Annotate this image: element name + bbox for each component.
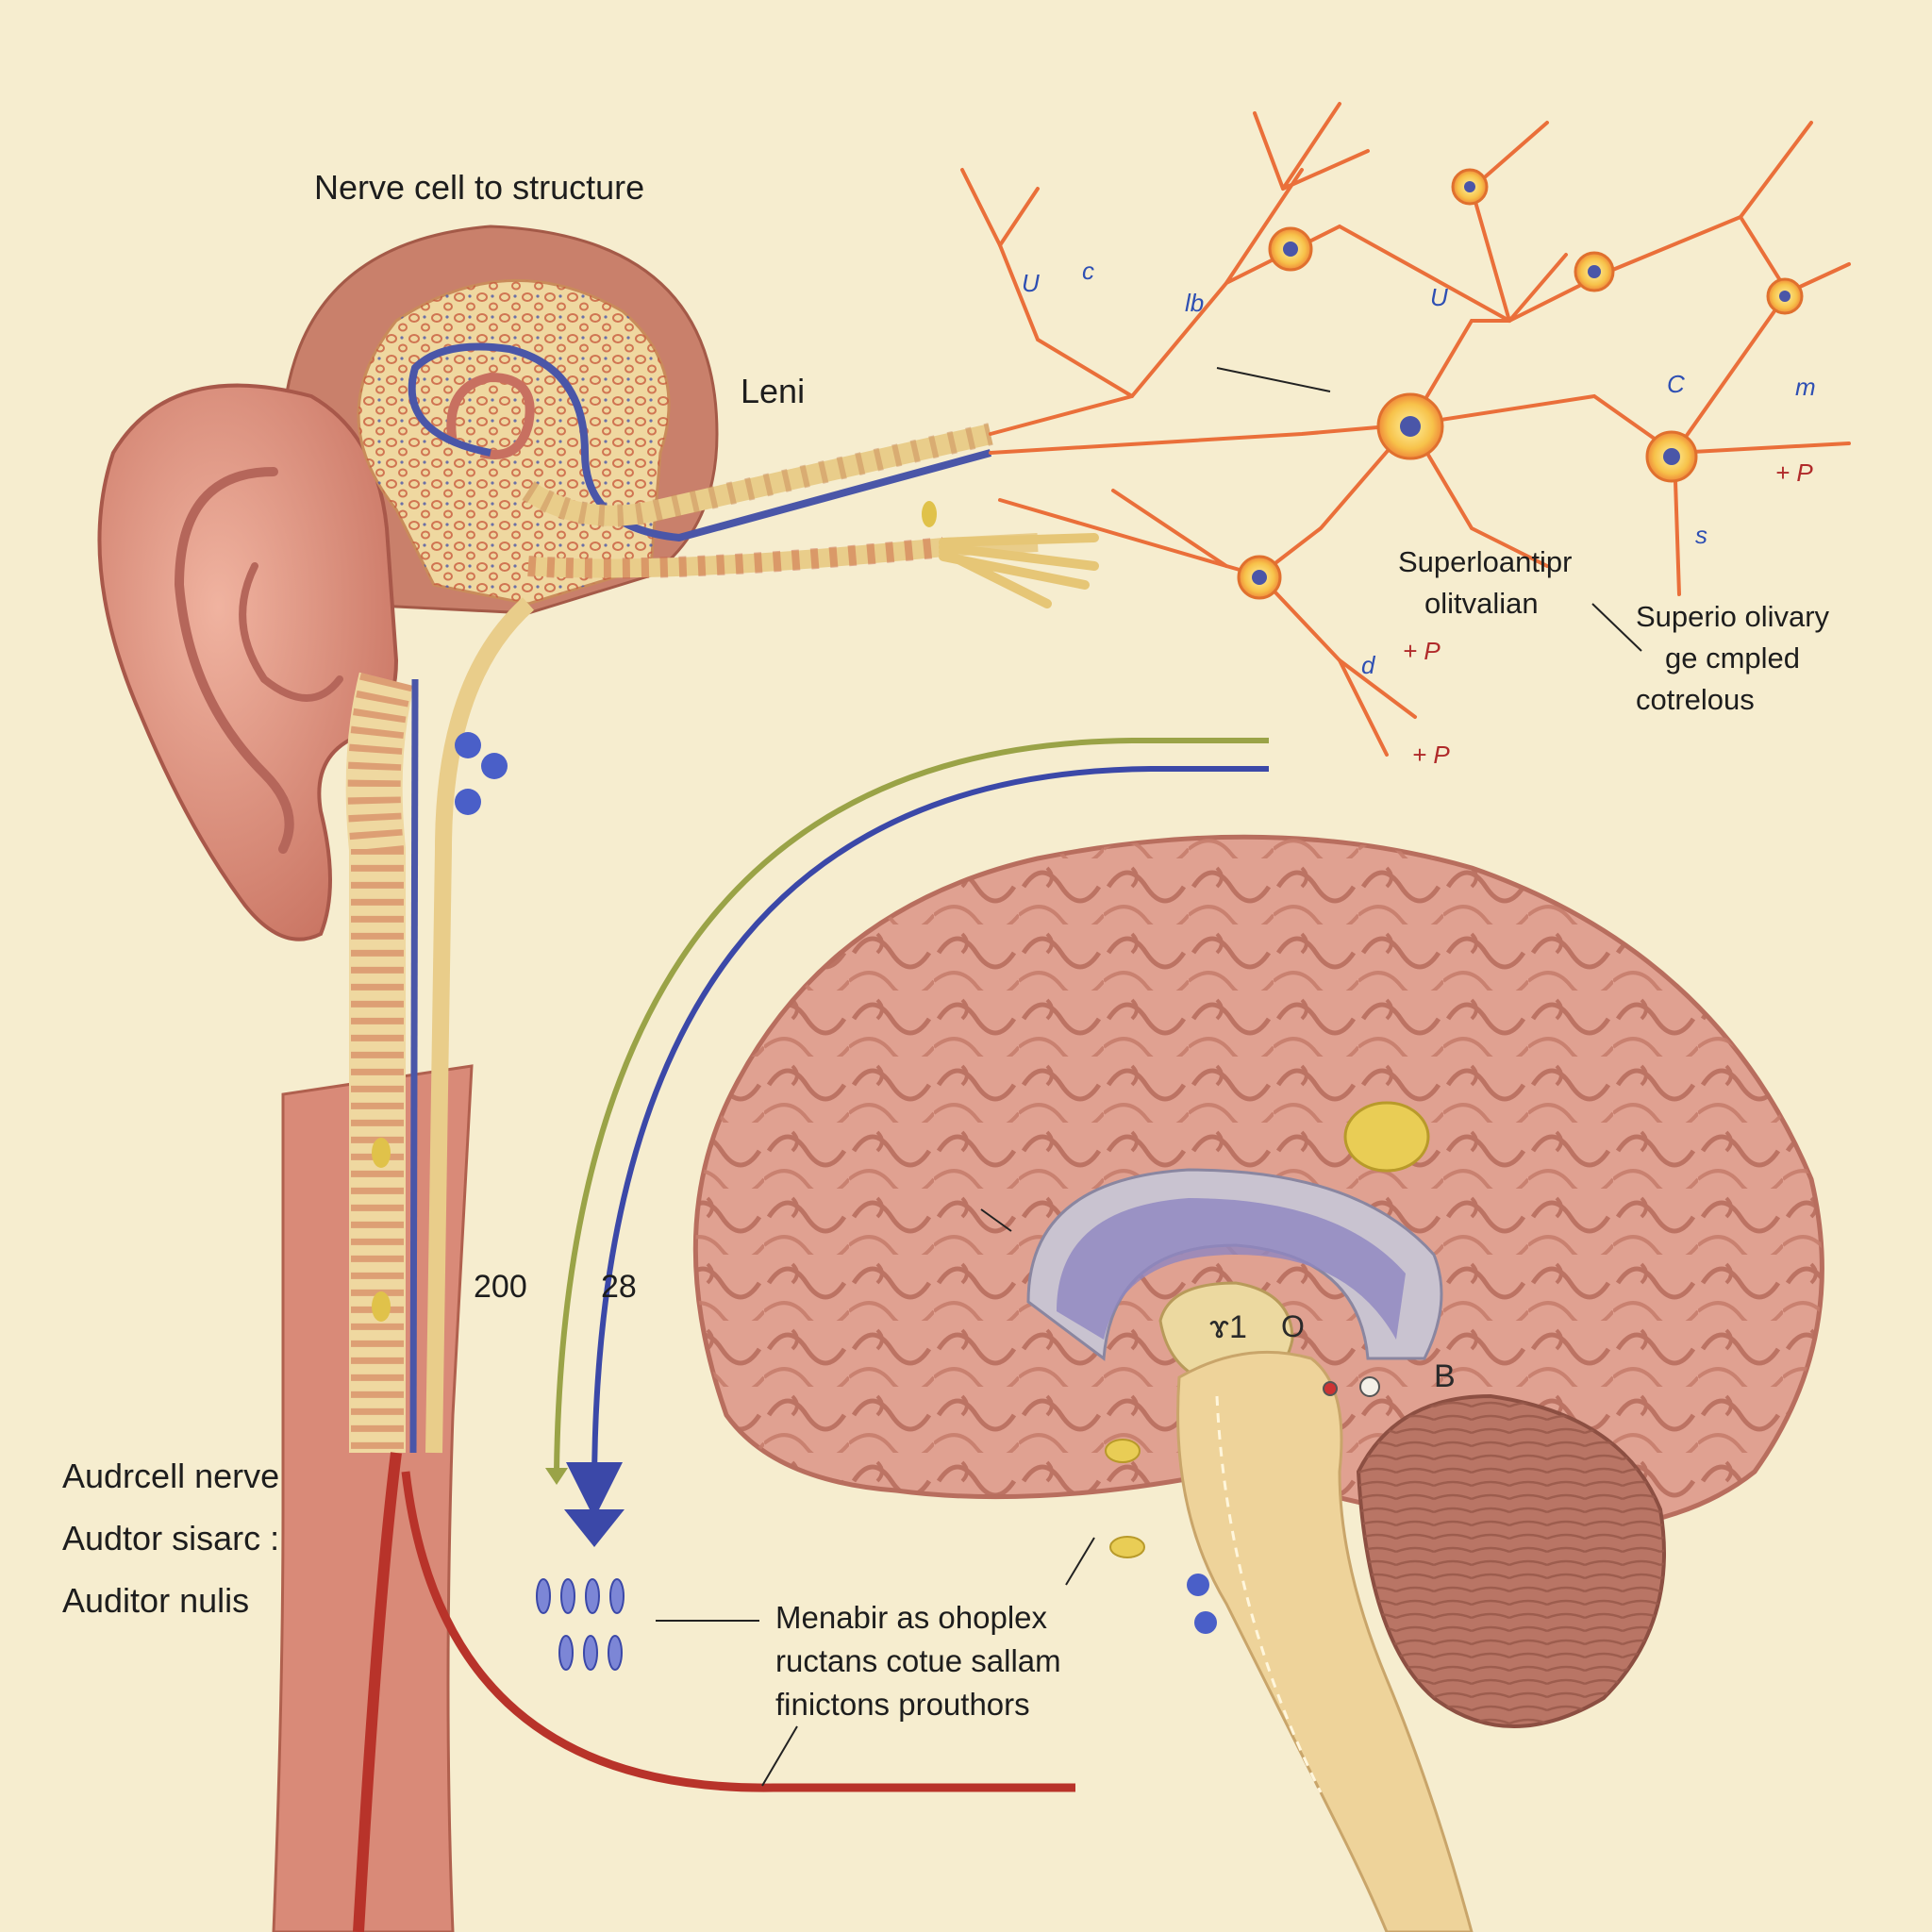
label-line: cotrelous (1636, 683, 1755, 716)
label-superior-right: Superio olivary ge cmpled cotrelous (1636, 596, 1829, 721)
nerve-fray (939, 533, 1099, 608)
descending-tract-blue (566, 766, 1269, 1519)
label-auditory: Audrcell nerve Audtor sisarc : Auditor n… (62, 1445, 279, 1632)
label-line: Audrcell nerve (62, 1457, 280, 1495)
descending-tract-olive (554, 738, 1269, 1473)
label-line: Auditor nulis (62, 1581, 250, 1620)
label-b: B (1434, 1358, 1456, 1394)
arrowhead (564, 1509, 625, 1547)
neuron-letter-c: c (1082, 257, 1094, 285)
nerve-bundle-yellow (522, 424, 993, 526)
pointer-line (761, 1725, 798, 1787)
label-medial: Menabir as ohoplex ructans cotue sallam … (775, 1596, 1061, 1726)
neuron-letter-lb: lb (1185, 289, 1205, 317)
diagram-title: Nerve cell to structure (314, 168, 645, 207)
neuron-letter-c2: C (1667, 370, 1685, 398)
neuron-letter-p3: + P (1412, 741, 1450, 769)
label-superior-left: Superloantipr olitvalian (1398, 541, 1572, 625)
vertical-nerve-blue (409, 678, 419, 1454)
cochlea-spiral (446, 372, 535, 459)
label-line: ge cmpled (1665, 641, 1801, 675)
pointer-line (1591, 603, 1642, 652)
cochlea-blue-nerve (408, 342, 992, 542)
neuron-somas (1237, 168, 1804, 600)
label-line: olitvalian (1424, 587, 1539, 620)
cell-cluster (536, 1578, 625, 1671)
pointer-line (1216, 367, 1331, 392)
ear-fold (174, 467, 294, 854)
neuron-letter-m: m (1795, 373, 1816, 401)
pointer-line (980, 1208, 1012, 1232)
neuron-letter-p1: + P (1775, 458, 1813, 487)
artery (353, 1452, 402, 1932)
neuron-letter-u2: U (1430, 283, 1448, 311)
yellow-nucleus (1343, 1101, 1430, 1173)
label-line: ructans cotue sallam (775, 1643, 1061, 1678)
label-o: O (1281, 1309, 1305, 1343)
ear-concha (239, 562, 343, 702)
label-leni: Leni (741, 372, 806, 410)
blue-cell (455, 732, 481, 758)
nerve-bundle-lower (527, 533, 1039, 578)
label-line: Menabir as ohoplex (775, 1600, 1048, 1635)
pointer-line (1065, 1537, 1095, 1586)
number-200: 200 (474, 1269, 527, 1305)
vertical-nerve-yellow (345, 672, 415, 1453)
neuron-letter-p2: + P (1403, 637, 1441, 665)
label-line: Audtor sisarc : (62, 1519, 280, 1557)
number-28: 28 (601, 1269, 637, 1305)
brainstem (1176, 1350, 1474, 1932)
label-r1: ɤ1 (1209, 1309, 1247, 1345)
neuron-network (960, 102, 1851, 757)
vertical-nerve-outer (425, 597, 535, 1454)
blue-cell (455, 789, 481, 815)
label-line: Superloantipr (1398, 545, 1573, 578)
blue-cell (481, 753, 508, 779)
neuron-letter-s: s (1695, 521, 1707, 549)
label-line: Superio olivary (1636, 600, 1830, 633)
neuron-letter-u: U (1022, 269, 1040, 297)
label-line: finictons prouthors (775, 1687, 1030, 1722)
artery-branch (401, 1471, 1075, 1792)
neuron-letter-d: d (1361, 651, 1375, 679)
